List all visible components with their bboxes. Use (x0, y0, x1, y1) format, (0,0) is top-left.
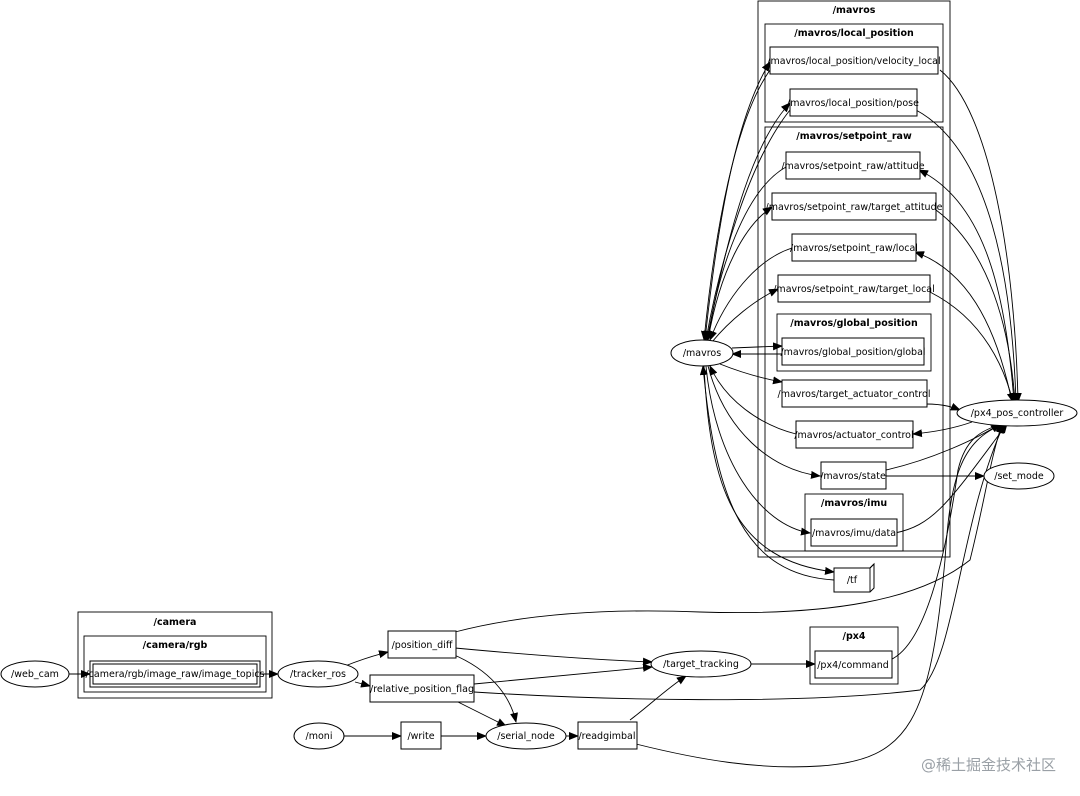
topic-readgimbal-label: /readgimbal (578, 731, 635, 742)
topic-image-topics-label: /camera/rgb/image_raw/image_topics (85, 669, 264, 680)
topic-imu-data[interactable]: /mavros/imu/data (810, 518, 898, 547)
edge-readgimbal-target (629, 675, 687, 721)
topic-sp-local[interactable]: /mavros/setpoint_raw/local (790, 233, 918, 262)
topic-position-diff-label: /position_diff (392, 640, 453, 651)
topic-sp-target-attitude-label: /mavros/setpoint_raw/target_attitude (766, 202, 943, 213)
topic-velocity-local[interactable]: /mavros/local_position/velocity_local (767, 46, 941, 75)
cluster-mavros-label: /mavros (833, 5, 876, 16)
node-moni-label: /moni (306, 731, 333, 742)
topic-global[interactable]: /mavros/global_position/global (780, 337, 926, 366)
cluster-global-position-label: /mavros/global_position (790, 318, 918, 329)
topic-state-label: /mavros/state (820, 471, 886, 482)
node-px4-pos-controller-label: /px4_pos_controller (971, 408, 1064, 419)
cluster-camera-label: /camera (154, 617, 197, 628)
edge-mavros-state (707, 365, 821, 479)
topic-readgimbal[interactable]: /readgimbal (577, 721, 638, 750)
topic-image-topics[interactable]: /camera/rgb/image_raw/image_topics (85, 660, 265, 688)
node-target-tracking-label: /target_tracking (663, 659, 739, 670)
topic-target-actuator-control[interactable]: /mavros/target_actuator_control (778, 379, 931, 408)
topic-write-label: /write (407, 731, 434, 742)
edge-mavros-sp-target-attitude (707, 206, 773, 341)
cluster-camera-rgb-label: /camera/rgb (143, 640, 208, 651)
edge-tracker-position-diff (344, 650, 389, 667)
node-mavros[interactable]: /mavros (670, 339, 734, 367)
node-set-mode-label: /set_mode (994, 471, 1044, 482)
watermark-text: @稀土掘金技术社区 (921, 756, 1056, 774)
edge-position-diff-serial (451, 653, 518, 723)
edge-tf-mavros (699, 365, 835, 581)
node-web-cam[interactable]: /web_cam (0, 660, 70, 688)
node-web-cam-label: /web_cam (11, 669, 59, 680)
topic-actuator-control-label: /mavros/actuator_control (794, 430, 913, 441)
topic-global-label: /mavros/global_position/global (780, 347, 925, 358)
edge-position-diff-target (454, 647, 653, 666)
node-serial-node-label: /serial_node (497, 731, 555, 742)
edge-readgimbal-px4 (635, 423, 1005, 768)
edge-mavros-pose (706, 102, 791, 341)
edge-sp-target-local-px4 (929, 291, 1015, 403)
edge-tracker-relflag (354, 679, 371, 688)
edge-velocity-local-px4 (939, 69, 1022, 403)
edge-sp-local-mavros (709, 247, 793, 341)
edge-mavros-sp-target-local (711, 288, 779, 343)
topic-sp-target-attitude[interactable]: /mavros/setpoint_raw/target_attitude (766, 192, 943, 221)
cluster-px4-label: /px4 (842, 631, 865, 642)
topic-sp-local-label: /mavros/setpoint_raw/local (790, 243, 918, 254)
topic-tf[interactable]: /tf (833, 562, 875, 593)
edge-imu-data-px4 (894, 423, 1008, 534)
topic-state[interactable]: /mavros/state (820, 461, 887, 490)
node-mavros-label: /mavros (683, 348, 721, 359)
edge-actuator-control-mavros (709, 365, 797, 435)
edge-state-px4 (885, 423, 1001, 471)
edge-sp-attitude-mavros (705, 166, 787, 341)
topic-pose[interactable]: /mavros/local_position/pose (787, 88, 919, 117)
edges (58, 61, 1022, 768)
topic-actuator-control[interactable]: /mavros/actuator_control (794, 420, 914, 449)
topic-velocity-local-label: /mavros/local_position/velocity_local (767, 56, 940, 67)
cluster-imu-label: /mavros/imu (821, 498, 887, 509)
edge-sp-target-attitude-px4 (935, 209, 1019, 403)
topic-px4-command-label: /px4/command (817, 660, 889, 671)
node-tracker-ros[interactable]: /tracker_ros (277, 660, 359, 688)
topic-position-diff[interactable]: /position_diff (387, 630, 457, 659)
cluster-mavros: /mavros (757, 0, 951, 558)
node-moni[interactable]: /moni (293, 722, 345, 750)
topic-tf-label: /tf (847, 575, 858, 586)
node-tracker-ros-label: /tracker_ros (290, 669, 346, 680)
edge-relflag-target (473, 663, 653, 685)
topic-relative-position-flag-label: /relative_position_flag (370, 684, 474, 695)
edge-mavros-global (731, 342, 783, 351)
edge-px4-command-px4 (889, 422, 1004, 661)
cluster-camera: /camera (77, 611, 273, 699)
edge-pose-px4 (915, 109, 1020, 403)
edge-mavros-target-actuator (719, 363, 783, 385)
topic-sp-target-local[interactable]: /mavros/setpoint_raw/target_local (773, 274, 935, 303)
topic-pose-label: /mavros/local_position/pose (787, 98, 919, 109)
topic-sp-attitude-label: /mavros/setpoint_raw/attitude (781, 161, 924, 172)
node-target-tracking[interactable]: /target_tracking (650, 650, 752, 678)
topic-sp-target-local-label: /mavros/setpoint_raw/target_local (773, 284, 935, 295)
edge-px4-actuator-control (912, 421, 973, 438)
topic-sp-attitude[interactable]: /mavros/setpoint_raw/attitude (781, 151, 925, 180)
cluster-camera-rgb: /camera/rgb (83, 635, 267, 693)
cluster-setpoint-raw-label: /mavros/setpoint_raw (796, 131, 912, 142)
edge-velocity-local-mavros (700, 69, 771, 341)
topic-imu-data-label: /mavros/imu/data (812, 528, 896, 539)
topic-relative-position-flag[interactable]: /relative_position_flag (369, 674, 475, 703)
cluster-imu: /mavros/imu (804, 493, 904, 552)
cluster-local-position-label: /mavros/local_position (794, 28, 914, 39)
edge-mavros-imu-data (705, 365, 811, 536)
node-px4-pos-controller[interactable]: /px4_pos_controller (956, 399, 1078, 427)
topic-write[interactable]: /write (400, 721, 442, 750)
edge-px4-sp-local (914, 251, 1013, 403)
topic-target-actuator-control-label: /mavros/target_actuator_control (778, 389, 931, 400)
edge-position-diff-px4 (454, 423, 1003, 633)
node-serial-node[interactable]: /serial_node (485, 722, 567, 750)
node-set-mode[interactable]: /set_mode (983, 462, 1055, 490)
edge-pose-mavros (703, 109, 791, 341)
edge-relflag-px4 (473, 423, 1005, 701)
topic-px4-command[interactable]: /px4/command (814, 650, 893, 679)
